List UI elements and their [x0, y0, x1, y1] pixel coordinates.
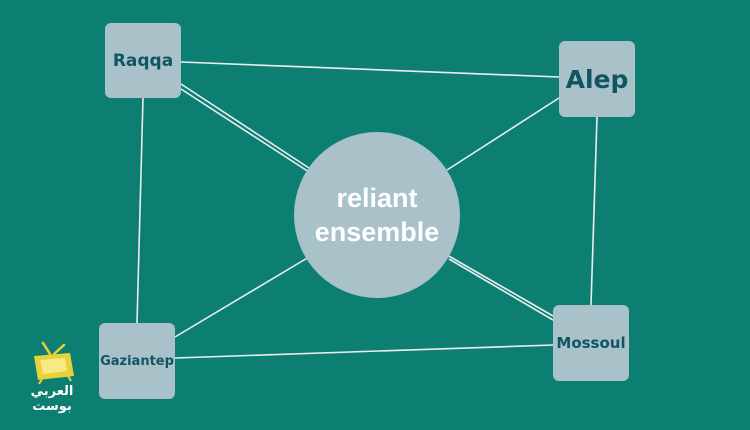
edge-alep-mossoul: [590, 116, 598, 306]
center-label-line2: ensemble: [314, 217, 440, 247]
node-alep: Alep: [559, 41, 635, 117]
edge-gaziantep-center: [174, 256, 310, 338]
edge-raqqa-alep: [180, 61, 560, 78]
edges-group: [136, 61, 598, 359]
node-gaziantep: Gaziantep: [99, 323, 175, 399]
edge-mossoul-center-2: [448, 258, 554, 321]
node-label-mossoul: Mossoul: [556, 334, 626, 352]
node-mossoul: Mossoul: [553, 305, 629, 381]
center-label-line1: reliant: [336, 183, 418, 213]
edge-raqqa-gaziantep: [136, 97, 144, 324]
tv-icon: [34, 341, 74, 385]
center-node: reliant ensemble: [294, 132, 460, 298]
edge-raqqa-center-2: [180, 88, 310, 173]
watermark-text: العربي بوست: [30, 384, 74, 414]
node-label-alep: Alep: [565, 64, 629, 94]
node-label-raqqa: Raqqa: [112, 50, 174, 71]
edge-alep-center: [446, 97, 560, 171]
watermark-logo: العربي بوست: [12, 340, 92, 414]
node-label-gaziantep: Gaziantep: [100, 353, 174, 369]
edge-mossoul-center: [446, 254, 554, 317]
edge-raqqa-center: [180, 83, 313, 171]
node-raqqa: Raqqa: [105, 23, 181, 98]
edge-gaziantep-mossoul: [174, 344, 554, 359]
